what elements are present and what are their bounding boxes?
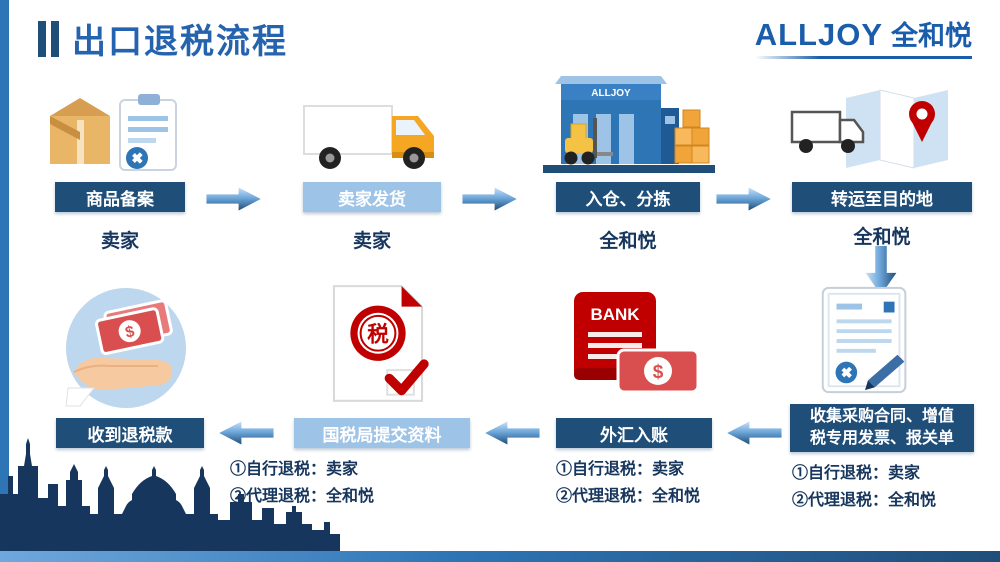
step-label-warehouse-sorting: 入仓、分拣 — [556, 182, 700, 212]
actor-label: 全和悦 — [599, 231, 657, 252]
logo-underline — [754, 56, 972, 59]
logo: ALLJOY 全和悦 — [754, 14, 972, 59]
note-line: ②代理退税：全和悦 — [792, 492, 937, 510]
actor-label: 全和悦 — [853, 227, 911, 248]
page-title: 出口退税流程 — [72, 23, 288, 61]
note-line: ①自行退税：卖家 — [792, 465, 921, 482]
title-accent-bar — [38, 20, 46, 57]
left-edge-bar — [0, 0, 9, 562]
bank-passbook-icon: BANK $ — [574, 292, 700, 394]
svg-text:ALLJOY: ALLJOY — [591, 88, 631, 99]
svg-text:税: 税 — [367, 321, 389, 346]
arrow-left-icon — [727, 421, 782, 445]
step-label-receive-refund: 收到退税款 — [56, 418, 204, 448]
arrow-left-icon — [485, 421, 540, 445]
note-line: ①自行退税：卖家 — [556, 461, 685, 478]
tax-document-icon: 税 — [332, 285, 429, 402]
label-line: 收集采购合同、增值 — [809, 408, 954, 426]
logo-text-en: ALLJOY — [754, 17, 883, 52]
actor-label: 卖家 — [352, 231, 391, 252]
title-block: 出口退税流程 — [38, 14, 288, 63]
step-label-tax-bureau-submit: 国税局提交资料 — [294, 418, 470, 448]
svg-text:BANK: BANK — [590, 305, 640, 324]
note-line: ②代理退税：全和悦 — [230, 488, 375, 506]
step-label-collect-documents: 收集采购合同、增值 税专用发票、报关单 — [790, 404, 974, 452]
arrow-right-icon — [462, 187, 517, 211]
step-label-transport-destination: 转运至目的地 — [792, 182, 972, 212]
arrow-down-icon — [865, 246, 897, 296]
logo-text-cn: 全和悦 — [891, 21, 972, 51]
contract-documents-icon — [821, 286, 907, 394]
arrow-right-icon — [206, 187, 261, 211]
arrow-left-icon — [219, 421, 274, 445]
step-notes-collect: ①自行退税：卖家 ②代理退税：全和悦 — [792, 460, 936, 514]
note-line: ②代理退税：全和悦 — [556, 488, 701, 506]
step-notes-tax-bureau: ①自行退税：卖家 ②代理退税：全和悦 — [230, 456, 374, 510]
title-accent-bar — [51, 20, 59, 57]
step-notes-forex: ①自行退税：卖家 ②代理退税：全和悦 — [556, 456, 700, 510]
map-destination-icon — [790, 89, 948, 169]
actor-label: 卖家 — [100, 231, 139, 252]
step-label-forex-receipt: 外汇入账 — [556, 418, 712, 448]
delivery-truck-icon — [303, 105, 434, 169]
warehouse-forklift-icon: ALLJOY — [543, 76, 715, 173]
package-clipboard-icon — [50, 94, 177, 171]
step-label-product-registration: 商品备案 — [55, 182, 185, 212]
refund-hand-money-icon: $ — [65, 288, 186, 408]
svg-text:$: $ — [124, 323, 136, 341]
bottom-edge-bar — [0, 551, 1000, 562]
label-line: 税专用发票、报关单 — [809, 430, 954, 447]
city-skyline-silhouette — [0, 438, 340, 551]
arrow-right-icon — [716, 187, 771, 211]
svg-text:$: $ — [653, 362, 664, 383]
note-line: ①自行退税：卖家 — [230, 461, 359, 478]
step-label-seller-shipping: 卖家发货 — [303, 182, 441, 212]
